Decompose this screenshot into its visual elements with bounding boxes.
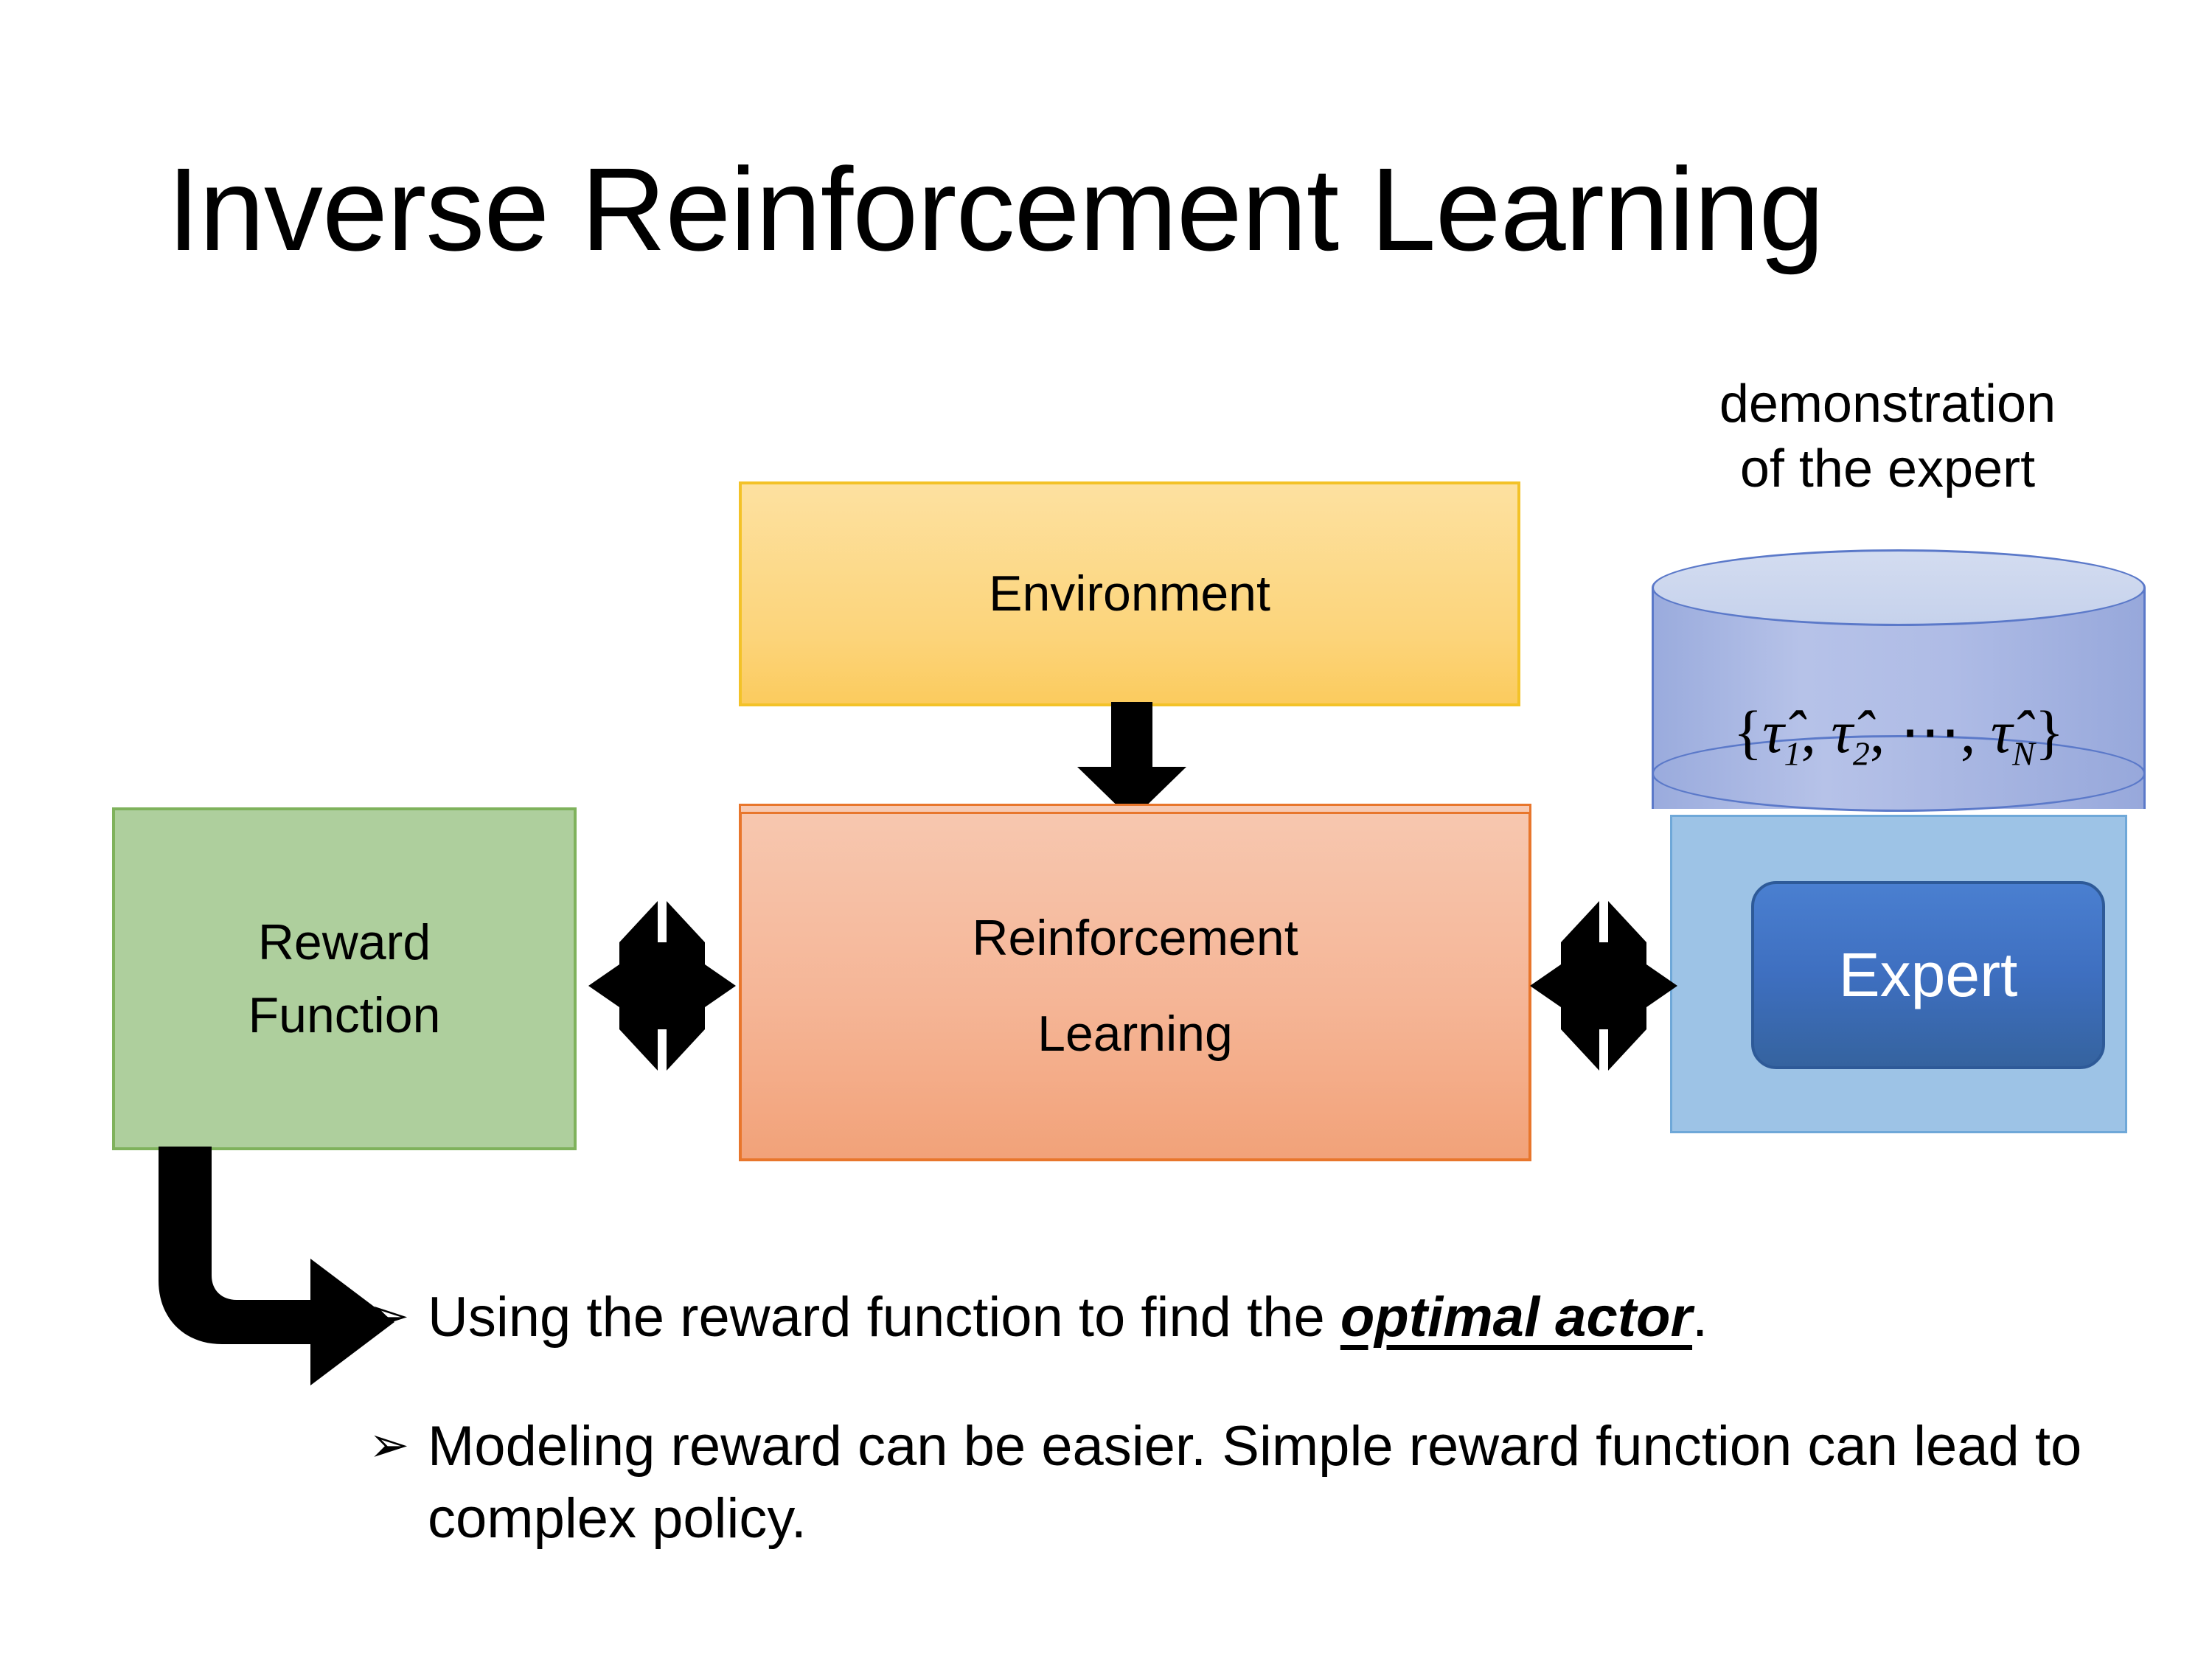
bullet-text: Modeling reward can be easier. Simple re…	[428, 1411, 2101, 1554]
demonstration-caption-line2: of the expert	[1739, 439, 2036, 498]
list-item: ➢ Using the reward function to find the …	[369, 1281, 2101, 1353]
bullet-text-prefix: Modeling reward can be easier. Simple re…	[428, 1415, 2082, 1550]
cylinder-top-ellipse	[1652, 549, 2146, 626]
reward-label-line1: Reward	[257, 914, 431, 970]
reinforcement-learning-label: Reinforcement Learning	[972, 891, 1298, 1081]
expert-box[interactable]: Expert	[1751, 881, 2105, 1069]
reward-label-line2: Function	[248, 987, 441, 1043]
rl-label-line1: Reinforcement	[972, 910, 1298, 967]
reward-to-rl-four-way-arrow-icon	[588, 901, 736, 1071]
rl-label-line2: Learning	[1037, 1005, 1233, 1062]
reinforcement-learning-box[interactable]: Reinforcement Learning	[739, 804, 1531, 1161]
demonstration-caption-line1: demonstration	[1719, 375, 2056, 434]
demonstration-datastore-cylinder[interactable]: {τ̂1, τ̂2, ⋯, τ̂N}	[1652, 549, 2146, 844]
expert-label: Expert	[1838, 940, 2018, 1009]
environment-box[interactable]: Environment	[739, 481, 1520, 706]
reward-to-bullets-bent-arrow-icon	[159, 1147, 402, 1390]
list-item: ➢ Modeling reward can be easier. Simple …	[369, 1411, 2101, 1554]
bullet-text-suffix: .	[1692, 1286, 1708, 1349]
page-title: Inverse Reinforcement Learning	[167, 143, 1825, 275]
bullet-text: Using the reward function to find the op…	[428, 1281, 2101, 1353]
environment-label: Environment	[989, 566, 1270, 622]
environment-to-rl-arrow-icon	[1073, 702, 1191, 820]
bullet-text-prefix: Using the reward function to find the	[428, 1286, 1340, 1349]
bullet-emphasis: optimal actor	[1340, 1286, 1693, 1349]
trajectory-set-formula: {τ̂1, τ̂2, ⋯, τ̂N}	[1733, 698, 2065, 773]
reward-function-box[interactable]: Reward Function	[112, 807, 577, 1150]
rl-to-expert-four-way-arrow-icon	[1530, 901, 1677, 1071]
bullet-arrow-icon: ➢	[369, 1288, 410, 1343]
demonstration-caption: demonstration of the expert	[1644, 372, 2131, 502]
bullet-arrow-icon: ➢	[369, 1417, 410, 1472]
reward-function-label: Reward Function	[248, 906, 441, 1051]
bullet-list: ➢ Using the reward function to find the …	[369, 1281, 2101, 1554]
cylinder-bottom-ellipse	[1652, 735, 2146, 812]
